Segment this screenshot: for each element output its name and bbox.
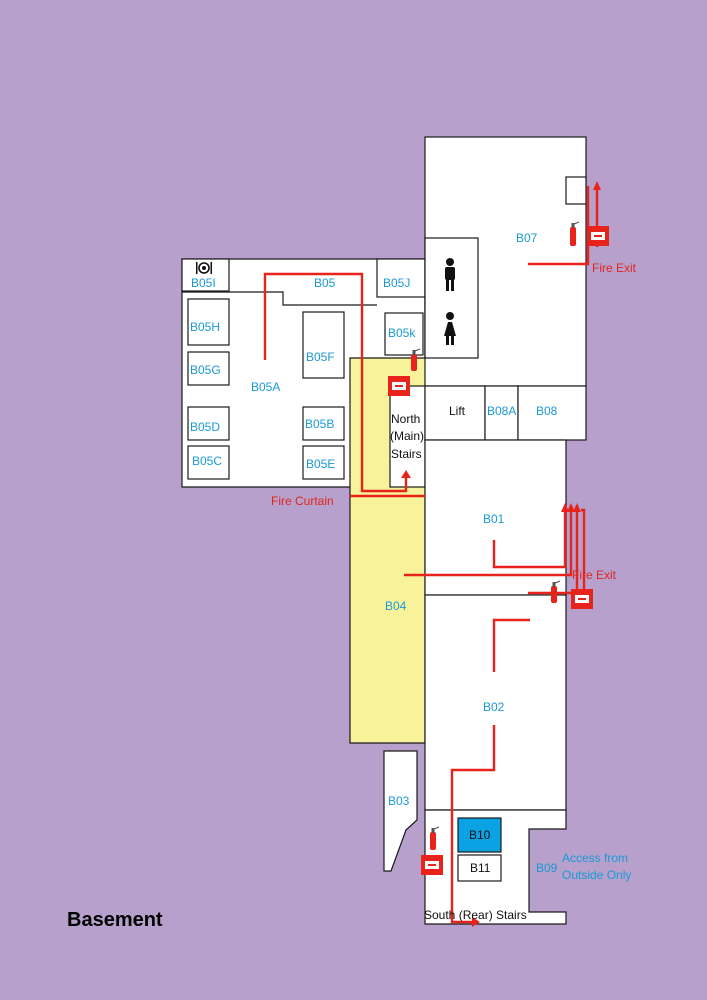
label-b05h: B05H [190, 320, 220, 334]
label-b05e: B05E [306, 457, 335, 471]
label-north-stairs-3: Stairs [391, 447, 422, 461]
fire-extinguisher-icon [411, 348, 421, 371]
label-b02: B02 [483, 700, 505, 714]
room-b08 [517, 385, 587, 441]
label-b05d: B05D [190, 420, 220, 434]
label-north-stairs-2: (Main) [390, 429, 424, 443]
label-b09: B09 [536, 861, 558, 875]
kitchen-icon [196, 262, 212, 274]
female-toilet-icon [444, 312, 456, 345]
fire-extinguisher-icon [551, 580, 561, 603]
label-b10: B10 [469, 828, 491, 842]
fire-alarm-call-point-icon [388, 376, 410, 396]
fire-alarm-call-point-icon [571, 589, 593, 609]
room-b08a [484, 385, 519, 441]
room-b05d [187, 406, 230, 441]
label-lift: Lift [449, 404, 466, 418]
label-b05c: B05C [192, 454, 222, 468]
male-toilet-icon [445, 258, 455, 291]
small-cupboard [565, 176, 587, 205]
room-b05b [302, 406, 345, 441]
label-fire-exit-east: Fire Exit [572, 568, 617, 582]
room-b05c [187, 445, 230, 480]
b05-corridor-wall [182, 291, 377, 306]
label-b05i: B05I [191, 276, 216, 290]
label-b05a: B05A [251, 380, 280, 394]
label-b05g: B05G [190, 363, 221, 377]
label-north-stairs-1: North [391, 412, 420, 426]
label-b08: B08 [536, 404, 558, 418]
room-b05j [376, 258, 426, 298]
fire-extinguisher-icon [570, 221, 580, 246]
label-b01: B01 [483, 512, 505, 526]
label-b05b: B05B [305, 417, 334, 431]
room-b01 [424, 439, 567, 596]
room-b05h [187, 298, 230, 346]
fire-extinguisher-icon [430, 826, 440, 850]
room-b05e [302, 445, 345, 480]
label-b07: B07 [516, 231, 538, 245]
label-b11: B11 [470, 861, 491, 875]
label-access-line1: Access from [562, 851, 628, 865]
label-b04: B04 [385, 599, 407, 613]
lift [424, 385, 486, 441]
label-b05k: B05k [388, 326, 416, 340]
label-b08a: B08A [487, 404, 516, 418]
label-b05j: B05J [383, 276, 410, 290]
room-b11 [457, 854, 502, 882]
room-b10 [457, 817, 502, 853]
north-stairs [389, 385, 426, 488]
room-b05i [181, 258, 230, 292]
escape-routes [263, 181, 601, 927]
fire-alarm-call-point-icon [421, 855, 443, 875]
room-b05k [384, 312, 424, 356]
label-b05f: B05F [306, 350, 335, 364]
label-b03: B03 [388, 794, 410, 808]
label-access-line2: Outside Only [562, 868, 631, 882]
fire-alarm-call-point-icon [587, 226, 609, 246]
label-south-stairs: South (Rear) Stairs [424, 908, 527, 922]
floor-title: Basement [67, 909, 163, 931]
room-b05f [302, 311, 345, 379]
room-b03 [383, 750, 418, 872]
label-fire-curtain: Fire Curtain [271, 494, 334, 508]
label-b05: B05 [314, 276, 336, 290]
room-b02 [424, 594, 567, 811]
room-b05g [187, 351, 230, 386]
label-fire-exit-north: Fire Exit [592, 261, 637, 275]
